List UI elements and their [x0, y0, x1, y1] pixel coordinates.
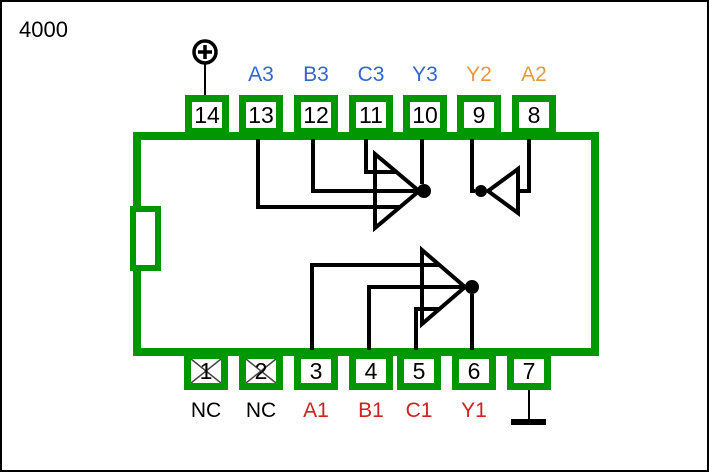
chip-title: 4000 — [19, 17, 68, 42]
pin-12-number: 12 — [303, 101, 329, 128]
pin-10-number: 10 — [412, 101, 438, 128]
pin-1: 1 — [184, 352, 228, 390]
pin-9-signal-label: Y2 — [466, 63, 492, 86]
pin-9: 9 — [457, 95, 501, 135]
pin-7: 7 — [507, 352, 551, 390]
pin-12-signal-label: B3 — [303, 63, 329, 86]
pin-2-number: 2 — [254, 357, 268, 384]
pin-11-signal-label: C3 — [357, 63, 385, 86]
gate1-nor — [310, 245, 479, 350]
pin-8: 8 — [512, 95, 556, 135]
pin-2-signal-label: NC — [245, 399, 277, 422]
x-cross-icon — [191, 359, 221, 383]
pin-5-signal-label: C1 — [405, 399, 433, 422]
pin-13-signal-label: A3 — [248, 63, 274, 86]
pin-11: 11 — [349, 95, 393, 135]
pin-6-signal-label: Y1 — [461, 399, 487, 422]
pin-14: 14 — [185, 95, 229, 135]
pin-9-number: 9 — [472, 101, 486, 128]
gate2-inverter — [470, 139, 531, 217]
pin-4-number: 4 — [364, 357, 378, 384]
pin-13-number: 13 — [248, 101, 274, 128]
pin-5-number: 5 — [412, 357, 426, 384]
pin-13: 13 — [239, 95, 283, 135]
power-icon — [192, 39, 218, 96]
gate3-nor — [256, 139, 431, 233]
pin-1-signal-label: NC — [190, 399, 222, 422]
x-cross-icon — [246, 359, 276, 383]
pin-3-number: 3 — [309, 357, 323, 384]
ic-index-notch — [130, 206, 161, 271]
pin-4: 4 — [349, 352, 393, 390]
pin-12: 12 — [294, 95, 338, 135]
pin-6: 6 — [452, 352, 496, 390]
gate1-output-bubble — [465, 280, 479, 294]
pin-10: 10 — [403, 95, 447, 135]
pin-8-number: 8 — [527, 101, 541, 128]
ground-icon — [511, 390, 546, 425]
pin-4-signal-label: B1 — [358, 399, 384, 422]
pin-10-signal-label: Y3 — [412, 63, 438, 86]
gate2-output-bubble — [475, 185, 487, 197]
pin-1-number: 1 — [199, 357, 213, 384]
pin-2: 2 — [239, 352, 283, 390]
pin-11-number: 11 — [359, 101, 383, 128]
pin-3: 3 — [294, 352, 338, 390]
pin-3-signal-label: A1 — [303, 399, 329, 422]
pin-14-number: 14 — [194, 101, 220, 128]
gate3-output-bubble — [417, 184, 431, 198]
pin-8-signal-label: A2 — [521, 63, 547, 86]
pin-6-number: 6 — [467, 357, 481, 384]
pin-7-number: 7 — [522, 357, 536, 384]
pin-5: 5 — [397, 352, 441, 390]
